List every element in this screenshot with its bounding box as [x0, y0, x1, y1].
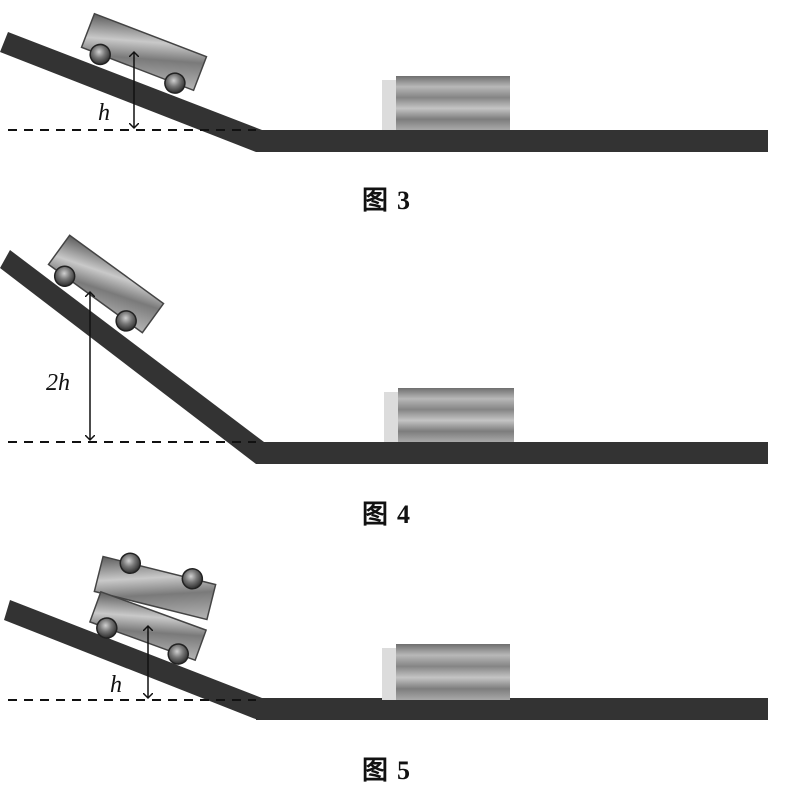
floor-track [256, 130, 768, 152]
wooden-block [384, 388, 514, 442]
floor-track [256, 698, 768, 720]
figure-caption: 图 4 [326, 494, 446, 531]
cart-top [93, 552, 217, 621]
caption-number: 3 [397, 186, 411, 215]
wheel [164, 72, 186, 94]
figure-3: h [0, 12, 768, 152]
caption-prefix: 图 [361, 500, 388, 530]
figure-5: h [4, 552, 768, 720]
wheel [167, 643, 189, 665]
figure-4: 2h [0, 234, 768, 464]
height-label: h [98, 100, 110, 126]
height-label: 2h [46, 370, 70, 396]
wheel [96, 617, 118, 639]
floor-track [256, 442, 768, 464]
wheel [119, 552, 141, 575]
wheel [89, 43, 111, 66]
figure-caption: 图 3 [326, 180, 446, 217]
caption-prefix: 图 [361, 756, 388, 786]
caption-prefix: 图 [361, 186, 388, 216]
cart [47, 234, 165, 334]
caption-number: 4 [397, 500, 411, 529]
wheel [115, 310, 137, 332]
wheel [53, 265, 76, 287]
ramp [0, 250, 264, 464]
wooden-block [382, 644, 510, 700]
caption-number: 5 [397, 756, 411, 785]
wheel [181, 568, 204, 590]
height-label: h [110, 672, 122, 698]
wooden-block [382, 76, 510, 130]
ramp [4, 600, 262, 720]
figure-caption: 图 5 [326, 750, 446, 787]
